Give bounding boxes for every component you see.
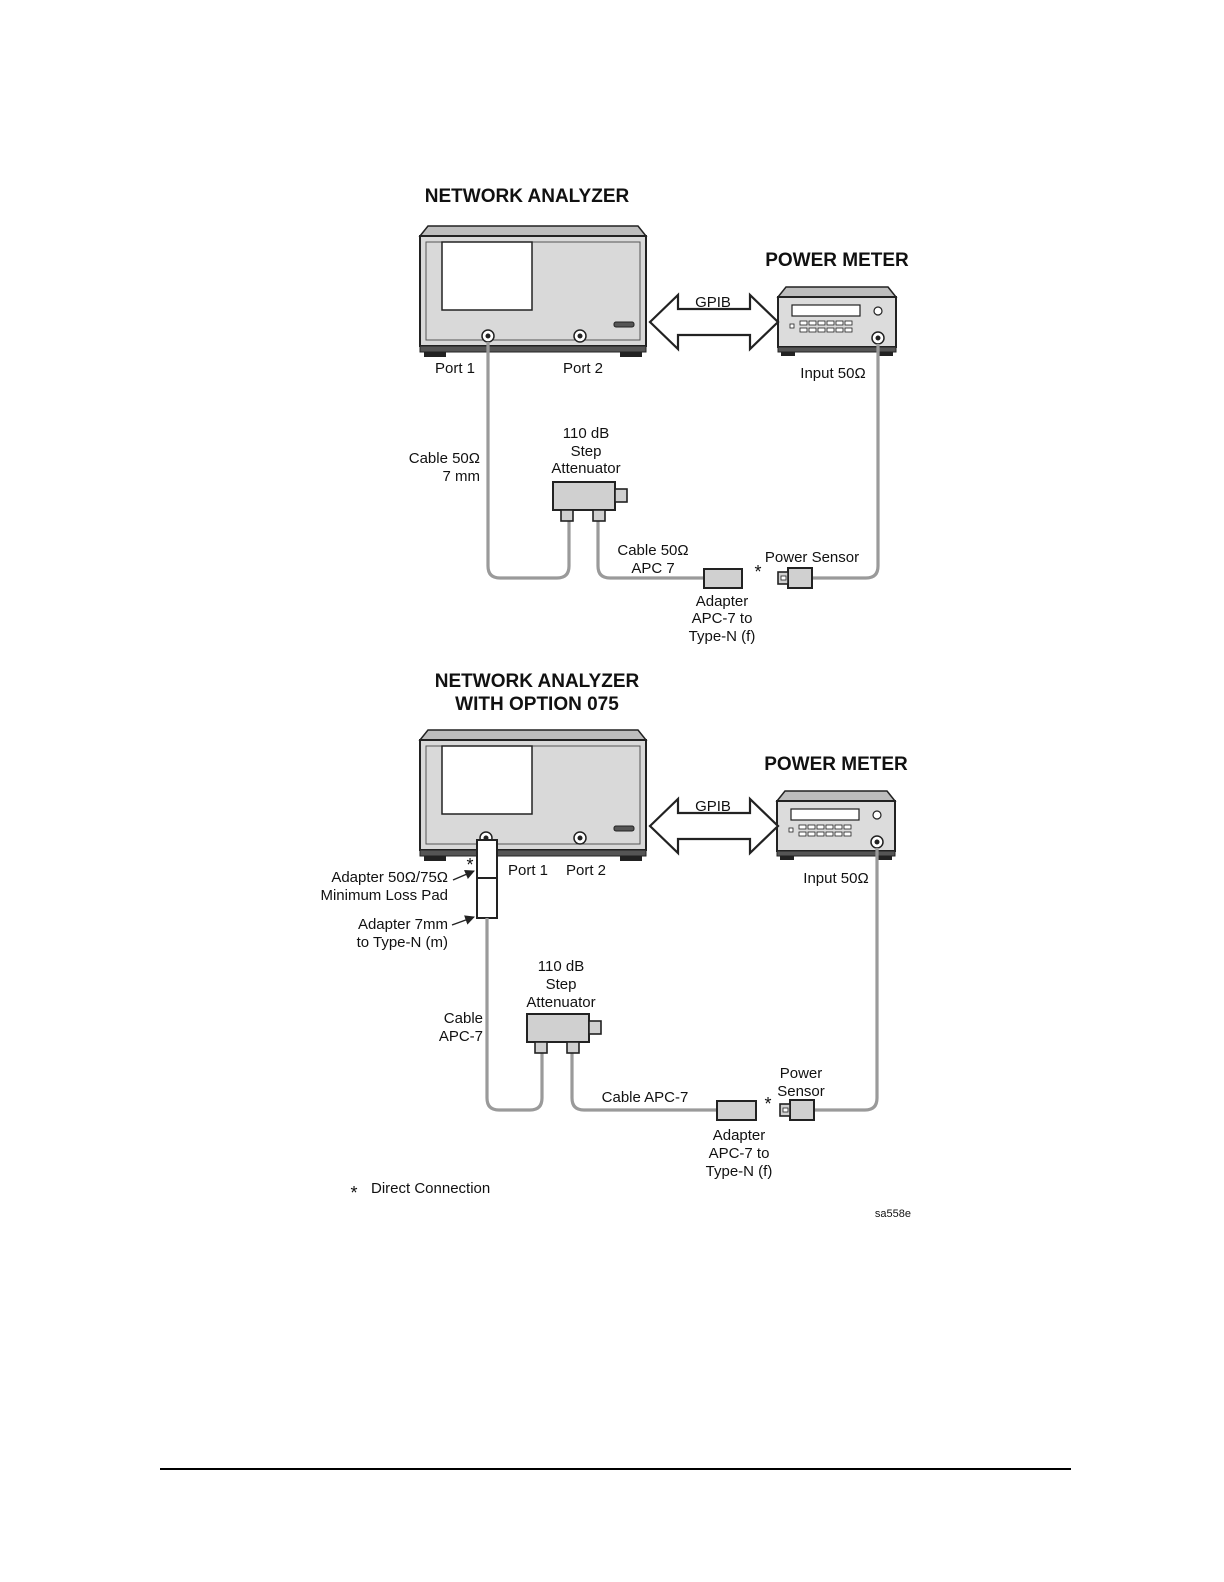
- bottom-adapter-apc7-typen: [716, 1100, 757, 1121]
- top-port1-label: Port 1: [435, 360, 475, 377]
- bottom-power-sensor-line2: Sensor: [777, 1083, 825, 1100]
- bottom-adapter-line2: APC-7 to: [709, 1145, 770, 1162]
- top-adapter-line3: Type-N (f): [689, 628, 756, 645]
- bottom-pad-line2: Minimum Loss Pad: [320, 887, 448, 904]
- top-cable1-line1: Cable 50Ω: [409, 450, 480, 467]
- bottom-port2-label: Port 2: [566, 862, 606, 879]
- bottom-adapter-7mm-line1: Adapter 7mm: [358, 916, 448, 933]
- top-input-label: Input 50Ω: [800, 365, 865, 382]
- legend-text: Direct Connection: [371, 1180, 490, 1197]
- top-port2-label: Port 2: [563, 360, 603, 377]
- top-direct-connection-star: *: [754, 562, 761, 582]
- top-meter-input-connector: [871, 331, 885, 345]
- bottom-cable-port1-to-attenuator: [485, 918, 544, 1112]
- top-power-sensor-label: Power Sensor: [765, 549, 859, 566]
- top-power-sensor: [777, 567, 813, 589]
- top-attenuator-line3: Attenuator: [551, 460, 620, 477]
- bottom-adapter-7mm-typen: [476, 877, 498, 919]
- bottom-analyzer-title-line1: NETWORK ANALYZER: [435, 671, 640, 692]
- top-cable1-line2: 7 mm: [443, 468, 481, 485]
- top-adapter-line1: Adapter: [696, 593, 749, 610]
- top-network-analyzer: [419, 225, 647, 358]
- figure-id: sa558e: [875, 1208, 911, 1220]
- bottom-adapter-line3: Type-N (f): [706, 1163, 773, 1180]
- bottom-pad-star: *: [466, 855, 473, 875]
- bottom-cable-sensor-to-meter: [814, 848, 879, 1112]
- legend: * Direct Connection: [350, 1180, 490, 1203]
- bottom-cable1-line1: Cable: [444, 1010, 483, 1027]
- bottom-adapter-7mm-arrow: [451, 915, 475, 926]
- bottom-port2-connector: [573, 831, 587, 845]
- top-adapter-apc7-typen: [703, 568, 743, 589]
- top-cable-port1-to-attenuator: [486, 342, 571, 580]
- bottom-cable-attenuator-to-adapter: [570, 1052, 717, 1112]
- bottom-attenuator-line3: Attenuator: [526, 994, 595, 1011]
- top-adapter-line2: APC-7 to: [692, 610, 753, 627]
- bottom-attenuator-line1: 110 dB: [538, 958, 584, 975]
- bottom-power-meter-title: POWER METER: [764, 754, 908, 775]
- top-step-attenuator: [552, 481, 628, 522]
- bottom-cable2-label: Cable APC-7: [602, 1089, 689, 1106]
- bottom-power-sensor-line1: Power: [780, 1065, 823, 1082]
- bottom-pad-line1: Adapter 50Ω/75Ω: [331, 869, 448, 886]
- top-cable-sensor-to-meter: [812, 344, 880, 580]
- bottom-meter-input-connector: [870, 835, 884, 849]
- top-cable2-line1: Cable 50Ω: [617, 542, 688, 559]
- bottom-attenuator-line2: Step: [546, 976, 577, 993]
- top-analyzer-title: NETWORK ANALYZER: [425, 186, 630, 207]
- top-port2-connector: [573, 329, 587, 343]
- bottom-minimum-loss-pad: [476, 839, 498, 879]
- bottom-cable1-line2: APC-7: [439, 1028, 483, 1045]
- top-cable-attenuator-to-adapter: [596, 520, 704, 580]
- bottom-adapter-line1: Adapter: [713, 1127, 766, 1144]
- bottom-pad-arrow: [452, 869, 475, 881]
- bottom-port1-label: Port 1: [508, 862, 548, 879]
- top-cable2-line2: APC 7: [631, 560, 674, 577]
- bottom-power-sensor: [779, 1099, 815, 1121]
- top-gpib-label: GPIB: [695, 294, 731, 311]
- bottom-step-attenuator: [526, 1013, 602, 1054]
- top-attenuator-line1: 110 dB: [563, 425, 609, 442]
- bottom-setup: NETWORK ANALYZER WITH OPTION 075 Port 1 …: [320, 671, 908, 1180]
- bottom-analyzer-title-line2: WITH OPTION 075: [455, 694, 619, 715]
- bottom-direct-connection-star: *: [764, 1094, 771, 1114]
- top-attenuator-line2: Step: [571, 443, 602, 460]
- bottom-adapter-7mm-line2: to Type-N (m): [357, 934, 448, 951]
- bottom-gpib-label: GPIB: [695, 798, 731, 815]
- top-port1-connector: [481, 329, 495, 343]
- top-setup: NETWORK ANALYZER Port 1 Port 2 POWER MET…: [409, 186, 909, 645]
- bottom-network-analyzer: [419, 729, 647, 862]
- top-power-meter-title: POWER METER: [765, 250, 909, 271]
- legend-star: *: [350, 1183, 357, 1203]
- bottom-input-label: Input 50Ω: [803, 870, 868, 887]
